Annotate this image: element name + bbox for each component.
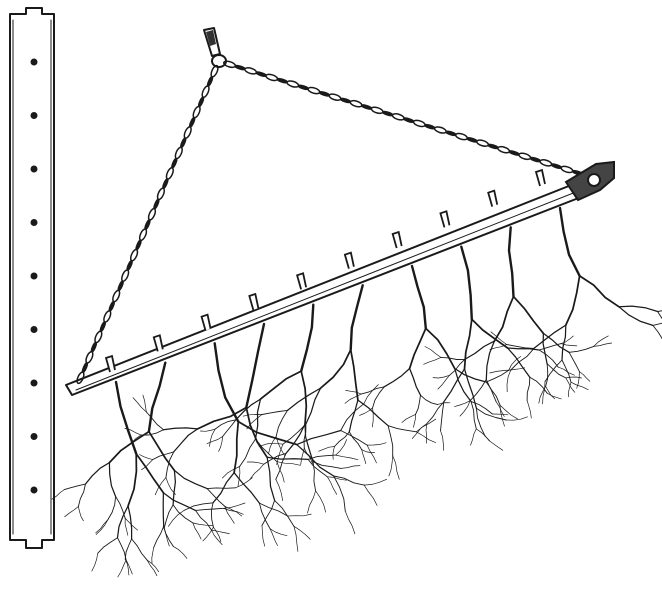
root-bundle xyxy=(91,380,246,578)
chain-link xyxy=(265,73,279,82)
chain-link xyxy=(361,104,373,110)
chain-link xyxy=(445,130,457,137)
rod-peg xyxy=(152,334,164,352)
plank-hole xyxy=(30,379,38,387)
drilled-plank xyxy=(9,7,55,549)
plank-hole xyxy=(30,165,38,173)
chain-link xyxy=(412,119,426,128)
chain-link xyxy=(121,269,130,282)
plank-hole xyxy=(30,486,38,494)
chain-link xyxy=(508,150,520,156)
chain-link xyxy=(466,137,478,143)
chain-link xyxy=(529,156,541,163)
plank-hole xyxy=(30,326,38,333)
chain-link xyxy=(90,341,98,353)
chain-link xyxy=(497,145,511,154)
chain-link xyxy=(165,167,174,180)
rod-pegs xyxy=(104,168,546,373)
chain-link xyxy=(276,77,288,84)
chain-link xyxy=(117,280,124,292)
chain-link xyxy=(135,239,142,251)
chain-link xyxy=(433,126,447,134)
rod-peg xyxy=(248,292,260,311)
chain-link xyxy=(201,85,210,99)
root-bundle xyxy=(489,206,662,405)
root-bundle xyxy=(411,245,578,451)
hanging-roots xyxy=(51,206,662,578)
chain-link xyxy=(339,97,352,104)
rod-peg xyxy=(200,313,212,331)
chain-link xyxy=(206,76,214,87)
chain-link xyxy=(138,228,148,242)
root-bundle xyxy=(242,284,437,480)
chain-link xyxy=(518,152,532,161)
chain-link xyxy=(476,139,490,147)
chain-link xyxy=(103,310,112,323)
plank-hole xyxy=(30,219,38,226)
chain-link xyxy=(244,67,258,75)
chain-link xyxy=(153,198,160,210)
chain-link xyxy=(539,159,553,167)
chain-link xyxy=(286,80,300,88)
chain-link xyxy=(171,157,178,169)
chain-link xyxy=(112,289,121,303)
rod-peg xyxy=(296,272,307,290)
chain-link xyxy=(126,260,133,271)
rod-peg xyxy=(343,251,355,269)
chain-link xyxy=(318,91,330,97)
rod-peg xyxy=(391,230,403,249)
root-bundle xyxy=(344,264,526,446)
chain-link xyxy=(550,163,562,169)
root-bundle xyxy=(200,303,361,514)
chain-link xyxy=(403,117,415,123)
root-bundle xyxy=(51,361,253,547)
root-bundle xyxy=(423,226,613,427)
chain-link xyxy=(99,321,106,333)
chain-link xyxy=(424,123,436,130)
chain-link xyxy=(391,113,405,121)
rod-peg xyxy=(439,210,451,228)
chain-link xyxy=(234,64,246,71)
chain-link xyxy=(370,106,384,115)
chain-ring xyxy=(211,54,227,68)
rod-peg xyxy=(487,189,499,207)
chain-link xyxy=(94,330,103,344)
chain-link xyxy=(349,99,363,108)
hook xyxy=(203,27,221,57)
chain-link xyxy=(307,86,321,95)
rod-peg xyxy=(534,168,546,187)
chain-link xyxy=(129,248,139,262)
chain-link xyxy=(560,165,574,174)
chain-link xyxy=(297,84,309,91)
plank-hole xyxy=(30,112,38,119)
horizontal-rod xyxy=(65,160,615,396)
hanging-chain xyxy=(76,27,583,385)
chain-link xyxy=(108,300,115,312)
chain-link xyxy=(156,187,166,201)
chain-link xyxy=(174,146,183,160)
chain-link xyxy=(192,105,201,119)
plank-holes xyxy=(30,58,38,494)
chain-link xyxy=(85,350,94,364)
rod-peg xyxy=(104,354,116,373)
chain-link xyxy=(189,116,196,128)
chain-link xyxy=(255,71,267,77)
plank-hole xyxy=(30,272,38,280)
chain-link xyxy=(180,137,187,149)
chain-link xyxy=(454,132,469,141)
chain-link xyxy=(382,110,394,117)
plank-hole xyxy=(30,58,38,66)
chain-link xyxy=(162,178,169,189)
chain-link xyxy=(144,219,151,230)
chain-link xyxy=(197,96,205,108)
chain-link xyxy=(81,362,89,373)
chain-link xyxy=(183,126,192,139)
plank-hole xyxy=(30,433,38,440)
chain-link xyxy=(147,207,157,221)
root-bundle xyxy=(124,322,359,552)
chain-link xyxy=(487,143,499,150)
chain-link xyxy=(328,93,342,101)
